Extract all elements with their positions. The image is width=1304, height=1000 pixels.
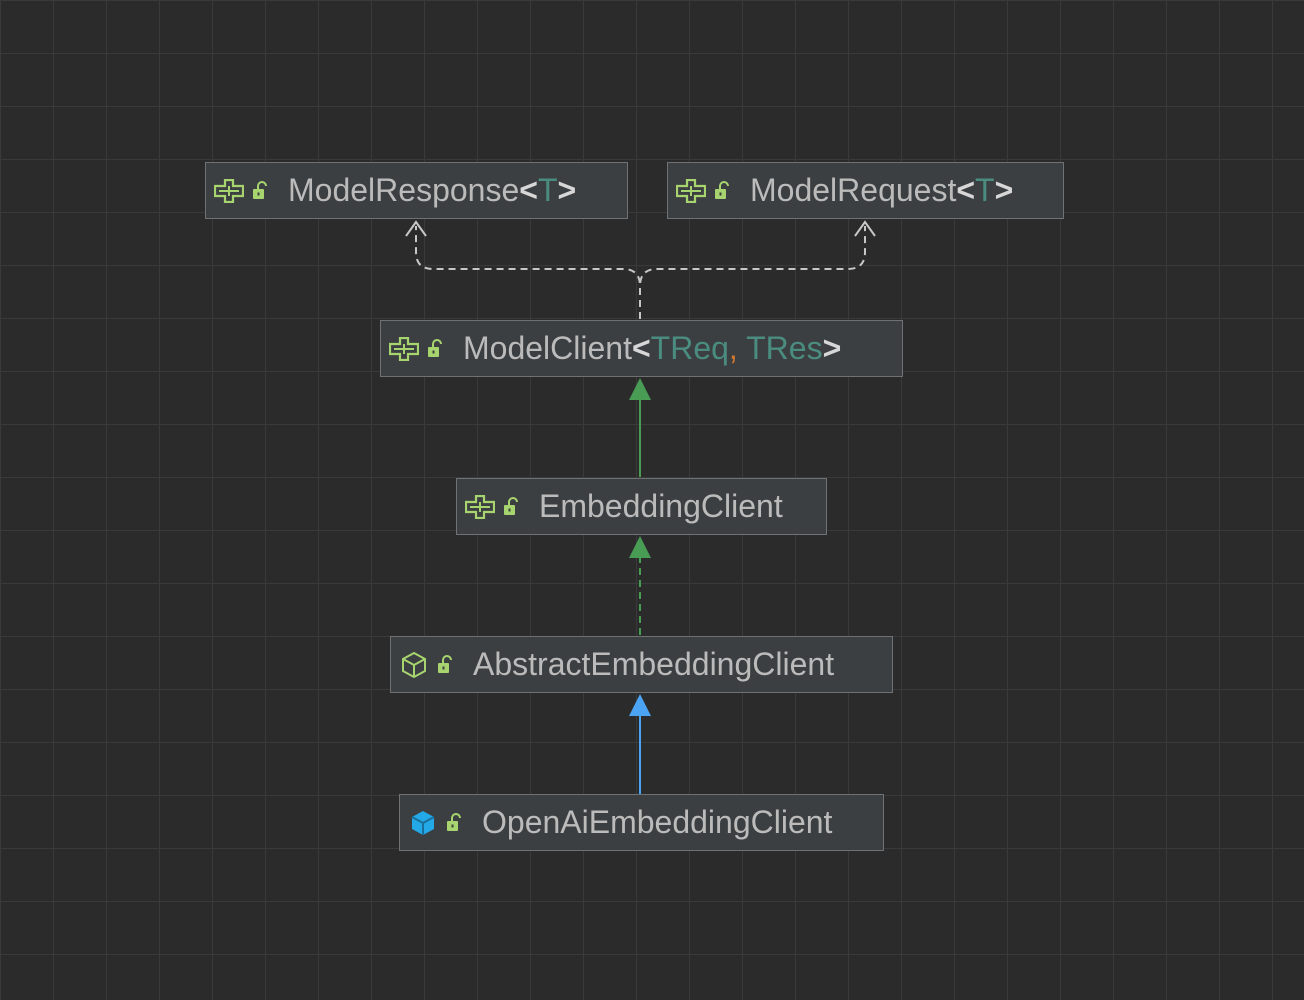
node-label: EmbeddingClient [539,488,783,524]
edge-modelclient-to-modelrequest [639,226,866,319]
interface-icon [676,176,706,206]
public-lock-icon [250,179,270,203]
edge-modelclient-to-modelresponse [415,226,641,319]
node-openai-embedding-client[interactable]: OpenAiEmbeddingClient [399,794,884,851]
public-lock-icon [425,337,445,361]
node-model-client[interactable]: ModelClient<TReq, TRes> [380,320,903,377]
edge-abstract-to-embeddingclient-head [629,536,651,558]
public-lock-icon [712,179,732,203]
edge-openai-to-abstract-head [629,694,651,716]
interface-icon [465,492,495,522]
node-embedding-client[interactable]: EmbeddingClient [456,478,827,535]
node-label: ModelClient<TReq, TRes> [463,330,842,366]
edge-modelclient-to-modelrequest-head [854,220,876,237]
node-model-request[interactable]: ModelRequest<T> [667,162,1064,219]
node-model-response[interactable]: ModelResponse<T> [205,162,628,219]
public-lock-icon [435,653,455,677]
interface-icon [214,176,244,206]
public-lock-icon [444,811,464,835]
interface-icon [389,334,419,364]
node-label: OpenAiEmbeddingClient [482,804,833,840]
public-lock-icon [501,495,521,519]
edge-embeddingclient-to-modelclient-head [629,378,651,400]
node-label: ModelResponse<T> [288,172,577,208]
abstract-class-icon [399,650,429,680]
class-icon [408,808,438,838]
node-label: AbstractEmbeddingClient [473,646,835,682]
node-label: ModelRequest<T> [750,172,1014,208]
edge-modelclient-to-modelresponse-head [405,220,427,237]
node-abstract-embedding-client[interactable]: AbstractEmbeddingClient [390,636,893,693]
